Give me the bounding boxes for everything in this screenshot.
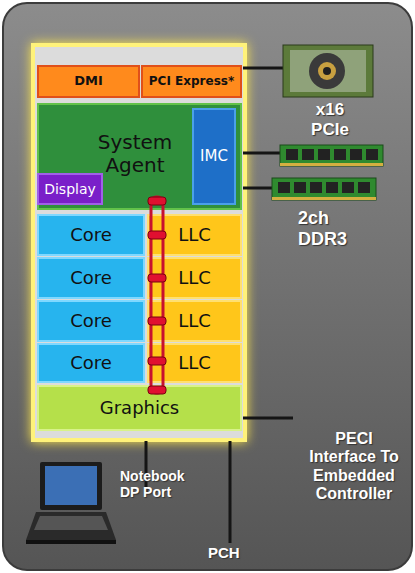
block-label: Core xyxy=(70,353,112,374)
cache-block: LLC xyxy=(147,257,242,299)
cpu-die xyxy=(33,45,245,440)
core-block: Core xyxy=(37,257,145,299)
block-label: LLC xyxy=(178,268,211,289)
cache-block: LLC xyxy=(147,343,242,383)
memory-module xyxy=(280,145,383,166)
memory-controller-block: IMC xyxy=(192,108,236,205)
block-label: Display xyxy=(44,181,96,197)
ring-stop xyxy=(148,197,166,394)
cache-block: LLC xyxy=(147,300,242,342)
core-block: Core xyxy=(37,214,145,256)
core-block: Core xyxy=(37,343,145,383)
graphics-block: Graphics xyxy=(37,385,242,431)
block-label: System Agent xyxy=(79,131,191,177)
display-block: Display xyxy=(37,173,103,205)
memory-module xyxy=(272,178,376,200)
callout-label: Notebook DP Port xyxy=(120,468,192,500)
core-block: Core xyxy=(37,300,145,342)
block-label: Graphics xyxy=(100,398,180,419)
callout-label: PCH xyxy=(208,544,268,561)
block-label: LLC xyxy=(178,225,211,246)
block-label: LLC xyxy=(178,311,211,332)
ring-bus xyxy=(151,197,163,393)
cache-block: LLC xyxy=(147,214,242,256)
block-label: Core xyxy=(70,311,112,332)
callout-label: PECI Interface To Embedded Controller xyxy=(308,430,400,504)
block-label: PCI Express* xyxy=(149,75,234,89)
graphics-card xyxy=(283,45,373,97)
laptop-illustration xyxy=(26,462,116,544)
system-agent-block: System Agent IMC Display xyxy=(37,103,242,210)
block-label: IMC xyxy=(200,148,228,165)
interface-block: PCI Express* xyxy=(141,65,242,98)
block-label: Core xyxy=(70,268,112,289)
callout-label: 2ch DDR3 xyxy=(298,208,370,249)
block-label: Core xyxy=(70,225,112,246)
interface-block: DMI xyxy=(37,65,140,98)
callout-label: x16 PCIe xyxy=(300,100,360,139)
outer-panel xyxy=(3,3,412,570)
block-label: DMI xyxy=(74,74,103,89)
block-label: LLC xyxy=(178,353,211,374)
